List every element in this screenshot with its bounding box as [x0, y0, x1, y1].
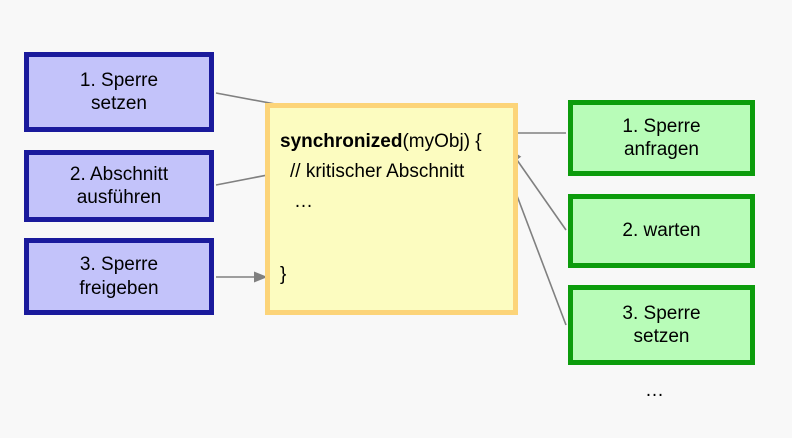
lock-step-line-2: setzen — [633, 326, 690, 347]
code-line-comment: // kritischer Abschnitt — [290, 161, 465, 182]
step-box-line-2: ausführen — [76, 187, 162, 208]
lock-step-line-2: anfragen — [623, 139, 699, 160]
code-line-signature: synchronized(myObj) { — [280, 130, 482, 153]
lock-steps-ellipsis: … — [645, 380, 665, 401]
lock-step-line-1: 2. warten — [622, 220, 701, 242]
code-line-body-ellipsis: … — [294, 191, 313, 212]
lock-step-box-request[interactable]: 1. Sperre anfragen — [568, 100, 755, 176]
step-box-line-1: 2. Abschnitt — [69, 163, 169, 185]
code-block: synchronized(myObj) { // kritischer Absc… — [265, 103, 518, 315]
step-box-line-1: 1. Sperre — [79, 69, 159, 91]
step-box-line-2: freigeben — [79, 277, 159, 299]
step-box-lock-release[interactable]: 3. Sperre freigeben — [24, 238, 214, 315]
code-signature-args: (myObj) { — [402, 131, 482, 152]
lock-step-box-wait[interactable]: 2. warten — [568, 194, 755, 268]
lock-step-box-set[interactable]: 3. Sperre setzen — [568, 285, 755, 365]
lock-step-line-1: 3. Sperre — [622, 302, 701, 324]
code-keyword-synchronized: synchronized — [280, 131, 403, 152]
step-box-line-1: 3. Sperre — [79, 254, 159, 276]
step-box-line-2: setzen — [91, 93, 147, 114]
lock-step-line-1: 1. Sperre — [622, 115, 701, 137]
code-line-closing-brace: } — [280, 264, 287, 285]
step-box-section-execute[interactable]: 2. Abschnitt ausführen — [24, 150, 214, 222]
arrow-green2-to-code — [509, 148, 567, 231]
step-box-lock-acquire[interactable]: 1. Sperre setzen — [24, 52, 214, 132]
